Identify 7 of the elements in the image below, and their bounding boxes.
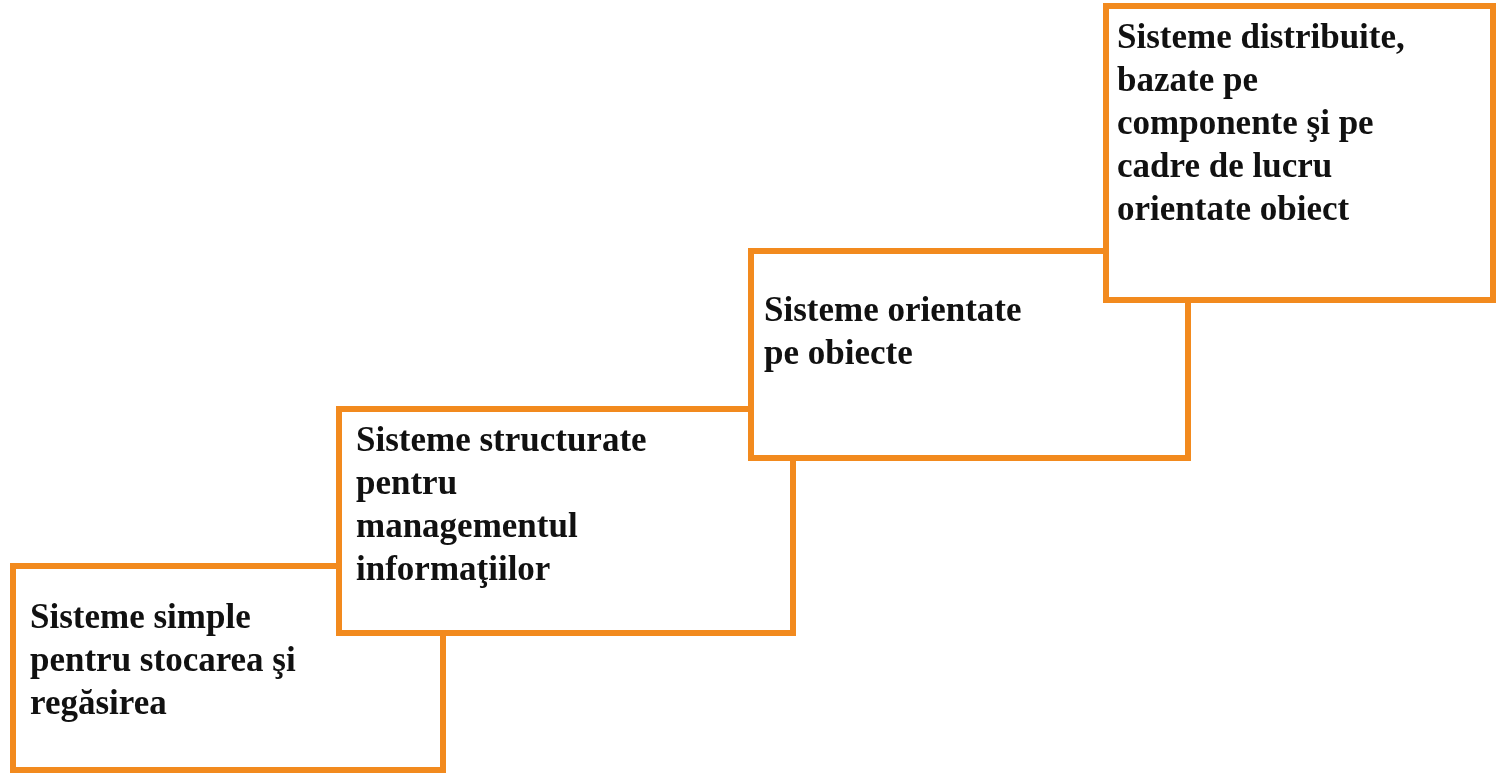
step-label: Sisteme distribuite, bazate pe componente şi pe cadre de lucru orientate obiect — [1117, 16, 1406, 230]
step-box — [748, 248, 1191, 461]
step-box — [1103, 3, 1496, 303]
step-label: Sisteme orientate pe obiecte — [764, 289, 1023, 374]
step-label: Sisteme structurate pentru managementul informaţiilor — [356, 419, 648, 590]
step-box — [336, 406, 796, 636]
step-label: Sisteme simple pentru stocarea şi regăsirea — [30, 596, 297, 724]
